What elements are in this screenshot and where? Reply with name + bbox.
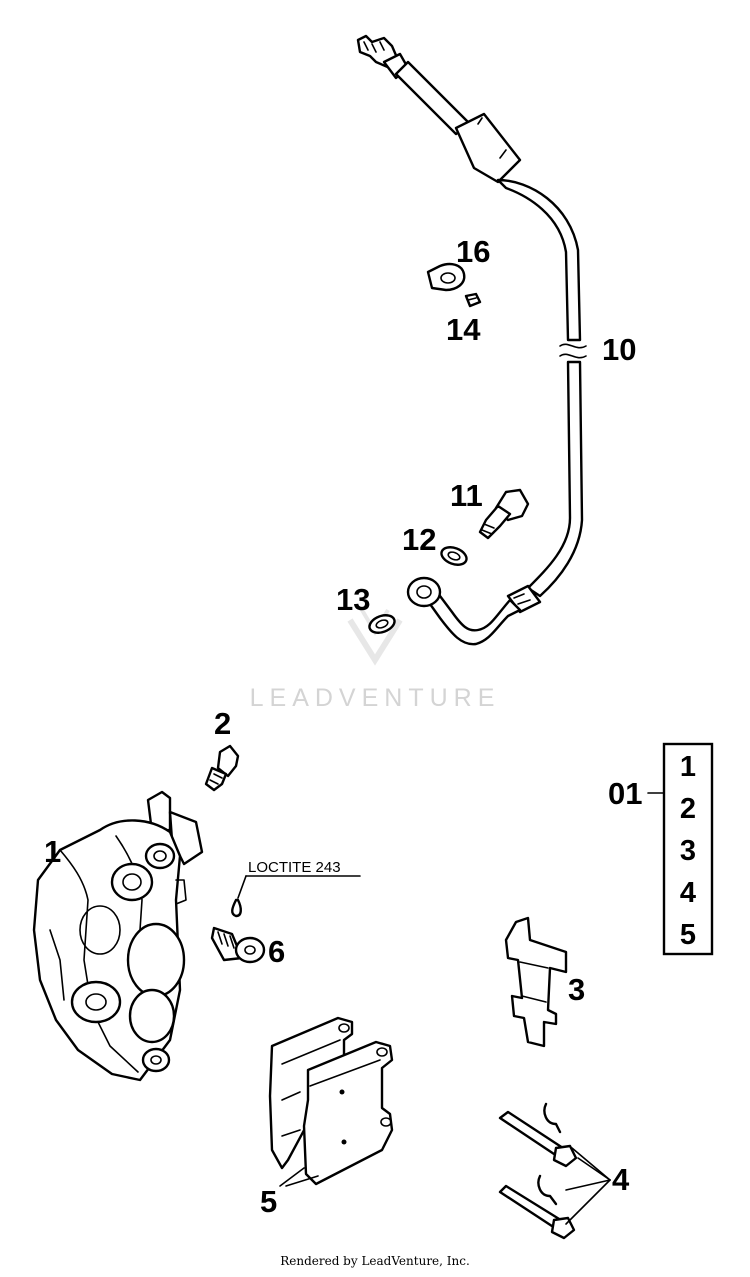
pad-spring-part-3 — [504, 916, 568, 1048]
kit-item: 1 — [680, 751, 696, 783]
sealing-washer-part-13 — [368, 614, 396, 634]
callout-16: 16 — [456, 234, 490, 269]
kit-box-frame — [662, 742, 714, 956]
watermark-text: LEADVENTURE — [250, 684, 501, 712]
kit-box: 01 1 2 3 4 5 — [608, 742, 714, 956]
screw-part-14 — [464, 292, 482, 308]
droplet-icon — [231, 898, 242, 918]
callout-13: 13 — [336, 582, 370, 617]
loctite-note: LOCTITE 243 — [231, 859, 361, 918]
kit-item: 3 — [680, 835, 696, 867]
kit-item: 5 — [680, 919, 696, 951]
brake-caliper-part-1 — [32, 790, 204, 1082]
leadventure-watermark: LEADVENTURE — [250, 608, 501, 712]
sealing-washer-part-12 — [440, 546, 468, 566]
callout-10: 10 — [602, 332, 636, 367]
brake-line-part-10 — [356, 34, 587, 646]
render-credit: Rendered by LeadVenture, Inc. — [280, 1254, 470, 1268]
callout-11: 11 — [450, 478, 483, 513]
banjo-bolt-part-11 — [478, 488, 530, 540]
leader-lines — [279, 1147, 611, 1225]
callout-14: 14 — [446, 312, 481, 347]
brake-pads-part-5 — [268, 1016, 394, 1186]
callout-2: 2 — [214, 706, 231, 741]
hose-clamp-part-16 — [426, 262, 466, 292]
callout-labels: 16 14 10 11 12 13 2 1 6 3 4 5 — [44, 234, 636, 1219]
callout-1: 1 — [44, 834, 61, 869]
cap-screw-part-6 — [210, 926, 266, 964]
callout-3: 3 — [568, 972, 585, 1007]
callout-5: 5 — [260, 1184, 277, 1219]
pad-pins-part-4 — [498, 1102, 578, 1240]
callout-6: 6 — [268, 934, 285, 969]
kit-item: 2 — [680, 793, 696, 825]
callout-12: 12 — [402, 522, 436, 557]
bleeder-valve-part-2 — [204, 744, 240, 792]
kit-item: 4 — [680, 877, 696, 909]
kit-label: 01 — [608, 776, 642, 811]
callout-4: 4 — [612, 1162, 630, 1197]
loctite-note-text: LOCTITE 243 — [248, 859, 341, 876]
